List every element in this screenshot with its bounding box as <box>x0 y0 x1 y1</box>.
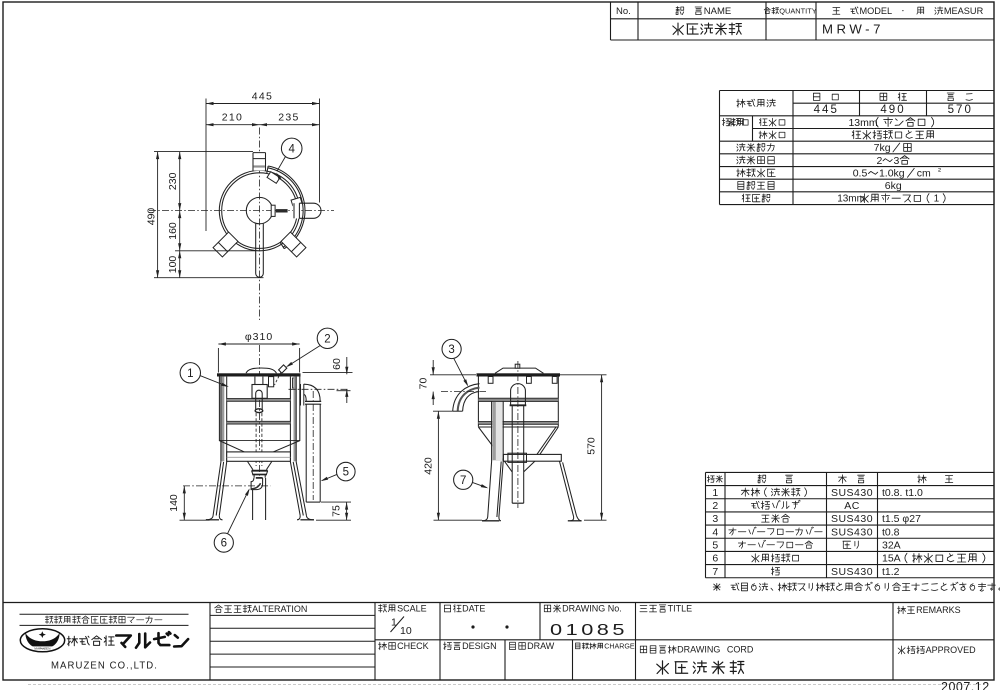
svg-text:SUS430: SUS430 <box>831 526 873 538</box>
svg-text:7kg: 7kg <box>874 142 891 154</box>
svg-text:15A: 15A <box>882 553 901 565</box>
svg-text:QUANTITY: QUANTITY <box>779 6 816 15</box>
svg-text:²: ² <box>938 166 941 176</box>
svg-text:01085: 01085 <box>550 622 628 639</box>
svg-text:70: 70 <box>418 378 430 390</box>
svg-text:SUS430: SUS430 <box>831 513 873 525</box>
svg-text:No.: No. <box>616 6 631 17</box>
svg-text:CHARGE: CHARGE <box>604 642 635 650</box>
svg-text:3: 3 <box>712 513 718 525</box>
svg-text:100: 100 <box>167 256 179 274</box>
svg-text:4: 4 <box>288 144 295 156</box>
svg-text:2: 2 <box>324 333 330 345</box>
svg-text:MARUZEN CO.,LTD.: MARUZEN CO.,LTD. <box>51 660 158 672</box>
svg-text:490: 490 <box>880 104 905 116</box>
svg-text:MEASUR: MEASUR <box>944 6 984 16</box>
svg-text:ALTERATION: ALTERATION <box>252 604 307 614</box>
svg-text:160: 160 <box>167 222 179 240</box>
svg-text:4: 4 <box>712 526 718 538</box>
svg-text:SCALE: SCALE <box>397 604 427 614</box>
svg-text:13mm: 13mm <box>837 194 865 205</box>
svg-text:MRW-7: MRW-7 <box>822 22 884 37</box>
svg-text:AC: AC <box>844 500 860 512</box>
svg-text:t0.8. t1.0: t0.8. t1.0 <box>882 487 923 499</box>
svg-text:0.5: 0.5 <box>853 168 868 180</box>
svg-text:φ310: φ310 <box>245 331 273 343</box>
svg-text:75: 75 <box>331 505 343 517</box>
svg-text:140: 140 <box>168 494 180 512</box>
svg-text:APPROVED: APPROVED <box>926 645 977 655</box>
svg-text:CORD: CORD <box>727 645 754 655</box>
svg-text:32A: 32A <box>882 540 901 552</box>
svg-text:t0.8: t0.8 <box>882 526 900 538</box>
svg-text:REMARKS: REMARKS <box>916 605 961 615</box>
svg-text:1: 1 <box>934 194 940 205</box>
svg-text:2: 2 <box>712 500 718 512</box>
svg-text:DRAWING No.: DRAWING No. <box>562 604 622 614</box>
svg-text:2007.12: 2007.12 <box>941 680 990 690</box>
svg-text:CHECK: CHECK <box>397 641 429 651</box>
svg-text:1: 1 <box>187 368 193 380</box>
svg-text:cm: cm <box>917 168 931 180</box>
svg-text:10: 10 <box>400 625 412 637</box>
svg-text:1: 1 <box>391 617 397 629</box>
svg-text:DRAW: DRAW <box>527 641 555 651</box>
svg-text:5: 5 <box>712 539 718 551</box>
svg-text:1: 1 <box>712 487 718 499</box>
svg-text:5: 5 <box>343 467 349 479</box>
svg-text:DESIGN: DESIGN <box>462 641 497 651</box>
svg-text:t1.5 φ27: t1.5 φ27 <box>882 513 921 525</box>
svg-text:SUS430: SUS430 <box>831 487 873 499</box>
svg-text:570: 570 <box>586 437 598 455</box>
svg-text:NAME: NAME <box>704 6 731 17</box>
svg-text:3: 3 <box>894 155 900 167</box>
svg-text:210: 210 <box>222 112 243 124</box>
svg-text:6: 6 <box>712 553 718 565</box>
svg-text:445: 445 <box>814 104 839 116</box>
svg-text:6: 6 <box>221 538 227 550</box>
svg-text:570: 570 <box>948 104 973 116</box>
svg-text:235: 235 <box>278 112 299 124</box>
svg-text:t1.2: t1.2 <box>882 566 900 578</box>
svg-text:DATE: DATE <box>462 604 485 614</box>
svg-text:6kg: 6kg <box>885 180 902 192</box>
svg-text:TITLE: TITLE <box>668 604 693 614</box>
svg-text:13mm: 13mm <box>848 117 877 129</box>
svg-text:MARUZEN: MARUZEN <box>34 646 50 650</box>
svg-text:2: 2 <box>876 155 882 167</box>
svg-text:445: 445 <box>252 91 273 103</box>
svg-text:3: 3 <box>448 344 454 356</box>
svg-text:230: 230 <box>167 172 179 190</box>
svg-text:490: 490 <box>145 208 157 226</box>
svg-text:420: 420 <box>422 457 434 475</box>
svg-text:SUS430: SUS430 <box>831 566 873 578</box>
svg-text:MODEL: MODEL <box>859 6 892 16</box>
svg-text:DRAWING: DRAWING <box>677 645 720 655</box>
svg-text:1.0kg: 1.0kg <box>879 168 905 180</box>
svg-text:7: 7 <box>460 475 466 487</box>
svg-text:60: 60 <box>331 358 343 370</box>
svg-text:7: 7 <box>712 566 718 578</box>
